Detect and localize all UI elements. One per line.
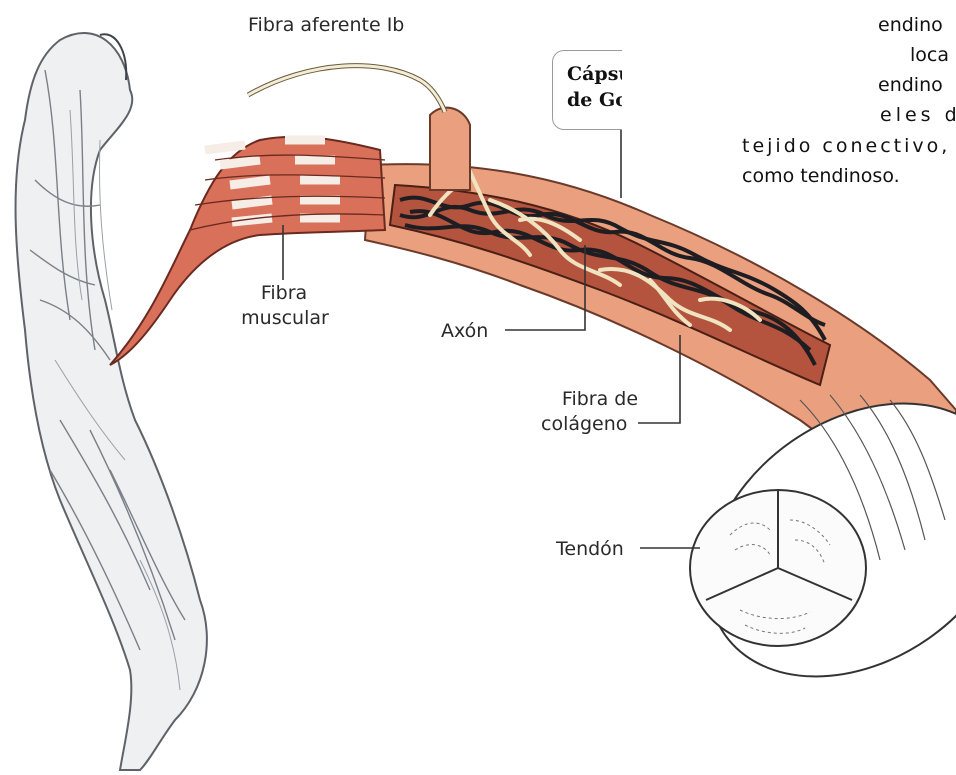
label-afferent-fiber: Fibra aferente Ib xyxy=(248,14,404,36)
muscle-fibers xyxy=(110,137,385,365)
label-collagen-line1: Fibra de xyxy=(560,388,640,410)
capsule-box-clip xyxy=(622,44,690,134)
side-text-line1: endino xyxy=(878,14,943,36)
side-text-line4: eles d xyxy=(880,104,956,126)
label-capsule-line2: de Go xyxy=(567,89,628,111)
label-collagen-line2: colágeno xyxy=(541,413,627,435)
arm-illustration xyxy=(16,33,207,770)
label-muscle-fiber-line1: Fibra xyxy=(255,282,313,304)
label-tendon: Tendón xyxy=(556,538,624,560)
side-text-line2: loca xyxy=(910,44,949,66)
side-text-line3: endino xyxy=(878,74,943,96)
label-muscle-fiber-line2: muscular xyxy=(240,307,330,329)
side-text-line5: tejido conectivo, t xyxy=(742,135,956,157)
side-text-line6: como tendinoso. xyxy=(742,165,900,187)
label-axon: Axón xyxy=(441,320,488,342)
